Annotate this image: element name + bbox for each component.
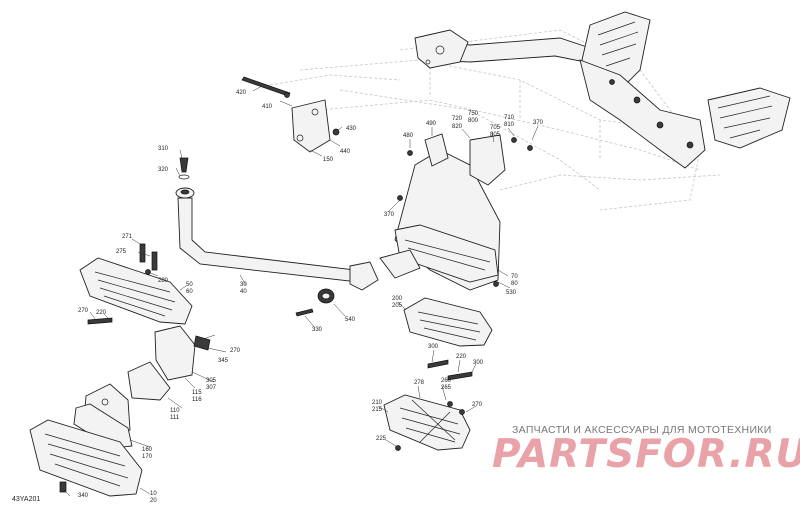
callout-160: 160 [142,447,153,453]
callout-220-left: 220 [96,310,107,316]
callout-30: 30 [240,282,247,288]
callout-205: 205 [392,303,403,309]
callout-810: 810 [504,122,515,128]
callout-70: 70 [511,274,518,280]
callout-430: 430 [346,126,357,132]
watermark-logo: PARTSFOR.RU [492,432,800,477]
callout-170: 170 [142,454,153,460]
callout-300-right-a: 300 [428,344,439,350]
callout-60: 60 [186,289,193,295]
center-mount-bracket [379,133,533,291]
callout-710: 710 [504,115,515,121]
callout-420: 420 [236,90,247,96]
callout-220-right: 220 [456,354,467,360]
callout-805: 805 [490,132,501,138]
callout-340: 340 [78,493,89,499]
callout-270-left-top: 270 [78,308,89,314]
callout-260: 260 [441,378,452,384]
callout-720: 720 [452,116,463,122]
callout-111: 111 [170,415,180,421]
callout-200: 200 [392,296,403,302]
callout-20: 20 [150,498,157,504]
callout-705: 705 [490,125,501,131]
callout-50: 50 [186,282,193,288]
callout-80: 80 [511,281,518,287]
callout-410: 410 [262,104,273,110]
callout-320: 320 [158,167,169,173]
callout-305: 305 [206,378,217,384]
bracket-150 [241,76,340,153]
callout-480: 480 [403,133,414,139]
callout-270-left-mid: 270 [230,348,241,354]
callout-800: 800 [468,118,479,124]
callout-370-right: 370 [533,120,544,126]
callout-265: 265 [441,385,452,391]
right-rear-footrest-assembly [579,11,791,169]
footrest-support-tube [175,157,379,317]
watermark-caption: ЗАПЧАСТИ И АКСЕССУАРЫ ДЛЯ МОТОТЕХНИКИ [512,424,772,436]
callout-270-right: 270 [472,402,483,408]
callout-440: 440 [340,149,351,155]
callout-271: 271 [122,234,133,240]
callout-115: 115 [192,390,202,396]
callout-225: 225 [376,436,387,442]
left-lower-bracket-assembly [73,317,211,449]
callout-370-center: 370 [384,212,395,218]
callout-300-right-b: 300 [473,360,484,366]
callout-labels: 420 410 430 440 150 310 320 271 275 280 … [78,90,544,504]
callout-310: 310 [158,146,169,152]
rear-frame-bar [414,29,591,69]
callout-210: 210 [372,400,383,406]
callout-280: 280 [158,278,169,284]
callout-330: 330 [312,327,323,333]
callout-750: 750 [468,111,479,117]
right-footboard-upper [403,297,493,381]
left-footboard-upper [79,243,193,325]
right-footboard-lower [383,394,471,451]
callout-150: 150 [323,157,334,163]
callout-40: 40 [240,289,247,295]
callout-345: 345 [218,358,229,364]
callout-307: 307 [206,385,217,391]
callout-820: 820 [452,124,463,130]
callout-215: 215 [372,407,383,413]
diagram-code: 43YA201 [12,496,41,503]
callout-530: 530 [506,290,517,296]
callout-278: 278 [414,380,425,386]
callout-10: 10 [150,491,157,497]
callout-110: 110 [170,408,180,414]
leader-lines [63,85,539,497]
callout-540: 540 [345,317,356,323]
callout-275: 275 [116,249,127,255]
left-footboard-lower [29,419,143,497]
callout-490: 490 [426,121,437,127]
ghost-frame [269,29,721,211]
callout-116: 116 [192,397,202,403]
